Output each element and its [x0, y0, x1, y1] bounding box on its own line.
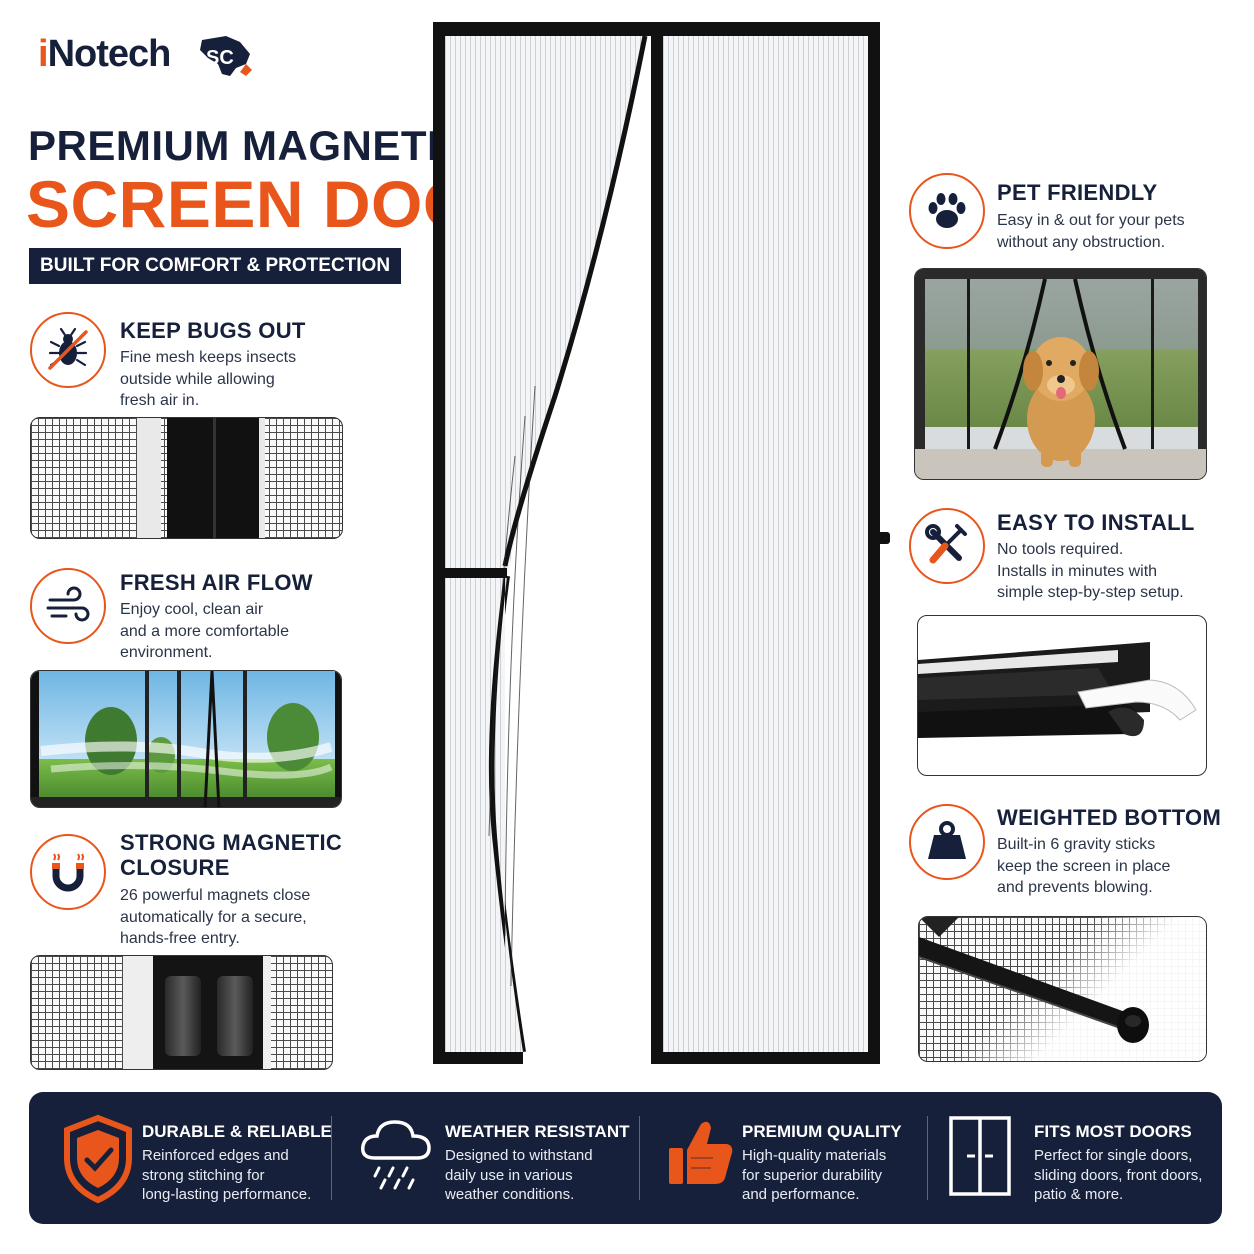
tagline-banner: BUILT FOR COMFORT & PROTECTION	[29, 248, 401, 284]
bottom-benefits-bar: DURABLE & RELIABLE Reinforced edges and …	[29, 1092, 1222, 1224]
shield-icon	[63, 1114, 133, 1209]
tools-icon	[909, 508, 985, 584]
feature-title-bugs: KEEP BUGS OUT	[120, 318, 306, 343]
svg-text:SC: SC	[206, 47, 234, 69]
airflow-window-photo	[30, 670, 342, 808]
mesh-closeup-photo	[30, 417, 343, 539]
headline-line-1: PREMIUM MAGNETIC	[28, 122, 470, 169]
wind-icon	[30, 568, 106, 644]
logo-map-badge-icon: SC	[200, 36, 252, 76]
feature-body-weighted: Built-in 6 gravity sticks keep the scree…	[997, 836, 1171, 896]
dog-through-door-photo	[914, 268, 1207, 480]
door-icon	[947, 1114, 1013, 1203]
feature-body-magnet: 26 powerful magnets close automatically …	[120, 887, 311, 947]
magnetic-strip-install-photo	[917, 615, 1207, 776]
weight-icon	[909, 804, 985, 880]
bug-crossed-icon	[30, 312, 106, 388]
feature-body-air: Enjoy cool, clean air and a more comfort…	[120, 601, 289, 661]
feature-body-install: No tools required. Installs in minutes w…	[997, 541, 1184, 601]
logo-wordmark: iNotech	[38, 30, 172, 78]
feature-title-magnet: STRONG MAGNETIC CLOSURE	[120, 830, 343, 880]
feature-body-pet: Easy in & out for your pets without any …	[997, 212, 1185, 251]
separator	[927, 1116, 928, 1200]
benefit-title-fits: FITS MOST DOORS	[1034, 1122, 1192, 1141]
benefit-title-weather: WEATHER RESISTANT	[445, 1122, 630, 1141]
weighted-bottom-photo	[918, 916, 1207, 1062]
rain-cloud-icon	[359, 1114, 433, 1199]
benefit-body-weather: Designed to withstand daily use in vario…	[445, 1147, 593, 1203]
benefit-body-fits: Perfect for single doors, sliding doors,…	[1034, 1147, 1203, 1203]
benefit-title-durable: DURABLE & RELIABLE	[142, 1122, 332, 1141]
magnet-strip-photo	[30, 955, 333, 1070]
feature-body-bugs: Fine mesh keeps insects outside while al…	[120, 349, 297, 409]
thumbs-up-icon	[665, 1114, 735, 1193]
feature-title-air: FRESH AIR FLOW	[120, 570, 313, 595]
brand-logo: iNotech SC	[38, 30, 278, 82]
logo-prefix: i	[38, 33, 49, 75]
benefit-title-quality: PREMIUM QUALITY	[742, 1122, 902, 1141]
magnet-icon	[30, 834, 106, 910]
feature-title-install: EASY TO INSTALL	[997, 510, 1195, 535]
feature-title-weighted: WEIGHTED BOTTOM	[997, 805, 1222, 830]
benefit-body-durable: Reinforced edges and strong stitching fo…	[142, 1147, 312, 1203]
separator	[331, 1116, 332, 1200]
paw-icon	[909, 173, 985, 249]
benefit-body-quality: High-quality materials for superior dura…	[742, 1147, 887, 1203]
feature-title-pet: PET FRIENDLY	[997, 180, 1158, 205]
separator	[639, 1116, 640, 1200]
logo-main: Notech	[47, 33, 172, 75]
